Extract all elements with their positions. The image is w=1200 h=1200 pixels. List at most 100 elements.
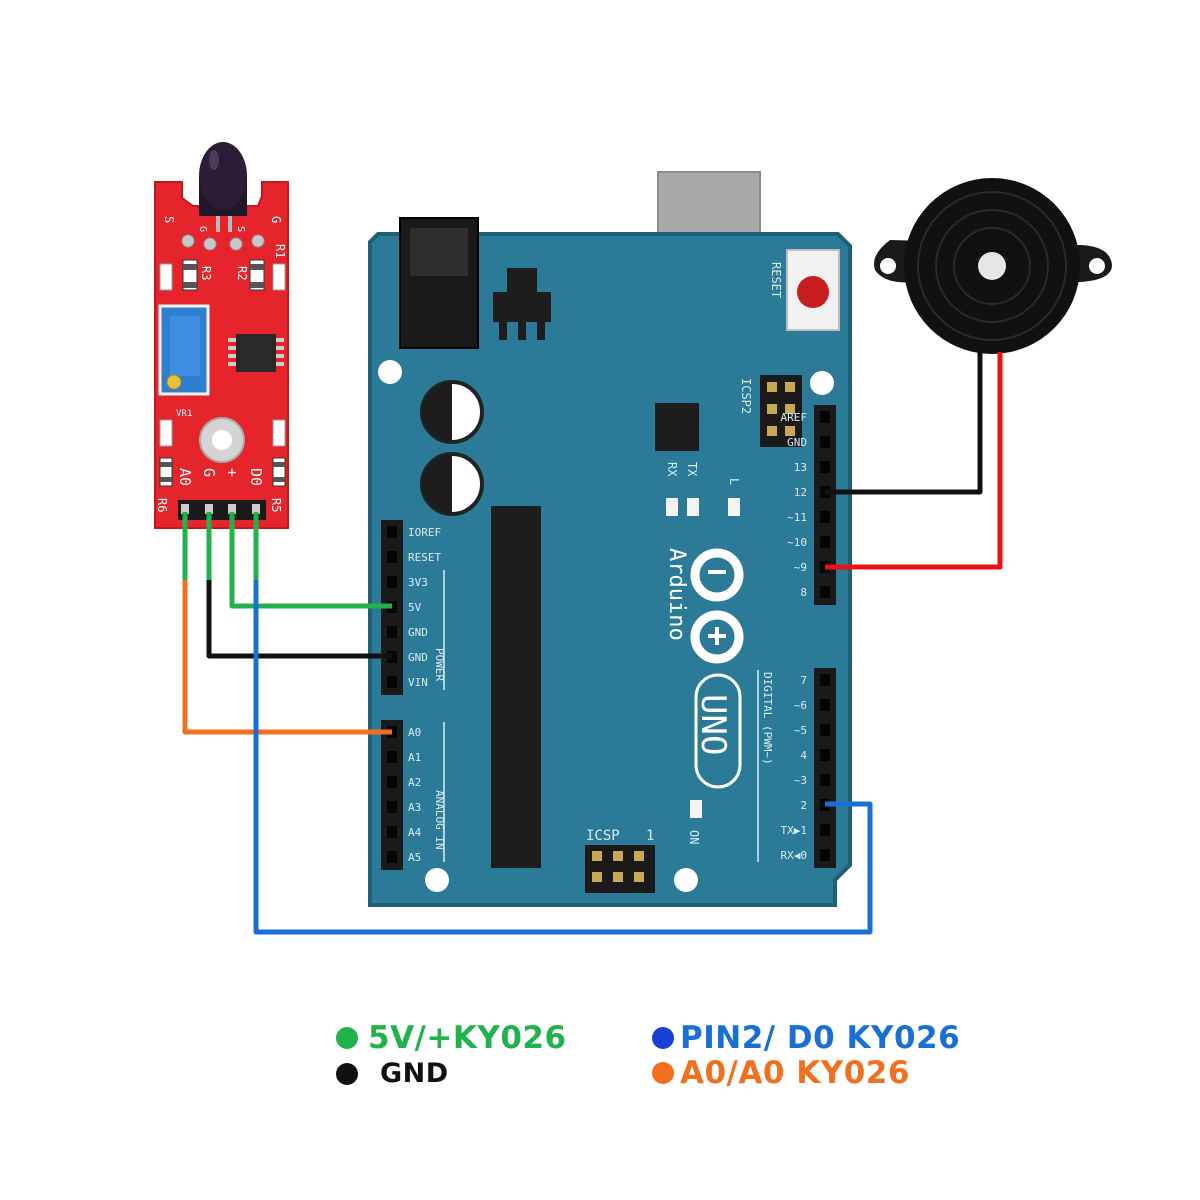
digital-pin-label: TX▶1	[781, 824, 808, 837]
digital-top-header-socket[interactable]	[820, 461, 830, 473]
wire-d0	[253, 512, 873, 935]
uno-model: UNO	[693, 694, 733, 755]
sensor-pin-label: +	[223, 468, 241, 477]
icsp-pin	[592, 872, 602, 882]
digital-bottom-header-socket[interactable]	[820, 849, 830, 861]
digital-bottom-header-socket[interactable]	[820, 724, 830, 736]
icsp2-label: ICSP2	[739, 378, 753, 414]
sensor-pin[interactable]	[205, 504, 213, 514]
icsp-pin1-label: 1	[646, 828, 654, 844]
power-pin-label: GND	[408, 651, 428, 664]
smd-led	[159, 263, 173, 291]
analog-header-socket[interactable]	[387, 826, 397, 838]
analog-pin-label: A4	[408, 826, 422, 839]
sensor-pin-label: A0	[176, 468, 194, 486]
voltage-regulator	[493, 292, 551, 322]
icsp2-header	[760, 375, 802, 447]
digital-bottom-header-socket[interactable]	[820, 824, 830, 836]
l-label: L	[727, 478, 741, 485]
arduino-logo-icon	[690, 548, 744, 664]
resistor-label: R6	[155, 498, 169, 512]
icsp2-pin	[767, 404, 777, 414]
icsp-pin	[634, 851, 644, 861]
digital-bottom-header-socket[interactable]	[820, 749, 830, 761]
digital-bottom-header-socket[interactable]	[820, 774, 830, 786]
power-pin-label: 5V	[408, 601, 422, 614]
digital-header-bottom	[814, 668, 836, 868]
mounting-hole	[810, 371, 834, 395]
analog-header-socket[interactable]	[387, 776, 397, 788]
digital-top-header-socket[interactable]	[820, 536, 830, 548]
power-header-label: POWER	[433, 648, 446, 681]
power-header-socket[interactable]	[387, 576, 397, 588]
wire-gnd	[206, 512, 392, 659]
digital-bottom-header-socket[interactable]	[820, 699, 830, 711]
digital-pin-label: ~6	[794, 699, 807, 712]
sensor-pin-label: G	[200, 468, 218, 477]
uno-badge	[694, 673, 742, 789]
arduino-brand: Arduino	[664, 548, 689, 641]
legend-dot-orange-icon	[652, 1062, 674, 1084]
legend-5v-label: 5V/+KY026	[368, 1020, 567, 1056]
sensor-silk-top: S	[162, 216, 176, 223]
sensor-silk-top: S	[235, 226, 246, 232]
analog-header-socket[interactable]	[387, 851, 397, 863]
digital-top-header-socket[interactable]	[820, 411, 830, 423]
analog-header-label: ANALOG IN	[433, 790, 446, 850]
tx-led	[687, 498, 699, 516]
wire-buzzer-signal	[825, 352, 1003, 570]
legend-dot-black-icon	[336, 1062, 358, 1085]
analog-header-socket[interactable]	[387, 751, 397, 763]
digital-top-header-socket[interactable]	[820, 586, 830, 598]
usb-chip	[655, 403, 699, 451]
potentiometer[interactable]	[158, 304, 210, 396]
digital-pin-label: RX◀0	[781, 849, 808, 862]
board-pcb	[368, 232, 852, 907]
digital-pin-label: AREF	[781, 411, 808, 424]
icsp2-pin	[785, 382, 795, 392]
icsp-pin	[592, 851, 602, 861]
reset-label: RESET	[769, 262, 783, 298]
mounting-hole	[378, 360, 402, 384]
power-header-socket[interactable]	[387, 676, 397, 688]
analog-header-body	[381, 720, 403, 870]
digital-pin-label: 2	[800, 799, 807, 812]
capacitor	[420, 452, 484, 516]
power-header-socket[interactable]	[387, 626, 397, 638]
analog-pin-label: A2	[408, 776, 421, 789]
piezo-buzzer	[874, 178, 1112, 354]
digital-top-header-socket[interactable]	[820, 436, 830, 448]
sensor-pin-label: D0	[247, 468, 265, 486]
digital-top-header-socket[interactable]	[820, 511, 830, 523]
analog-pin-label: A5	[408, 851, 421, 864]
sensor-silk-top: G	[197, 226, 208, 232]
legend-dot-blue-icon	[652, 1027, 674, 1049]
analog-pin-label: A0	[408, 726, 421, 739]
wires	[182, 352, 1003, 935]
sensor-pin[interactable]	[252, 504, 260, 514]
capacitor	[420, 380, 484, 444]
digital-pin-label: 7	[800, 674, 807, 687]
power-header-socket[interactable]	[387, 551, 397, 563]
ir-receiver-led-icon	[199, 142, 247, 232]
digital-bottom-header-socket[interactable]	[820, 674, 830, 686]
power-header-socket[interactable]	[387, 526, 397, 538]
on-led	[690, 800, 702, 818]
analog-header-socket[interactable]	[387, 801, 397, 813]
digital-pin-label: 8	[800, 586, 807, 599]
legend-a0-label: A0/A0 KY026	[680, 1055, 910, 1091]
sensor-pin[interactable]	[228, 504, 236, 514]
digital-pin-label: ~5	[794, 724, 807, 737]
sensor-pin[interactable]	[181, 504, 189, 514]
resistor	[159, 419, 173, 447]
resistor	[272, 419, 286, 447]
digital-pin-label: 13	[794, 461, 807, 474]
reset-button[interactable]	[786, 249, 840, 331]
power-pin-label: VIN	[408, 676, 428, 689]
sensor-pin-header: A0 G + D0	[176, 468, 266, 520]
flame-sensor-module: S G S G R3 R2 R1 VR1	[154, 142, 289, 529]
digital-header-label: DIGITAL (PWM~)	[761, 672, 774, 765]
power-pin-label: GND	[408, 626, 428, 639]
digital-pin-label: ~9	[794, 561, 807, 574]
icsp2-pin	[767, 382, 777, 392]
